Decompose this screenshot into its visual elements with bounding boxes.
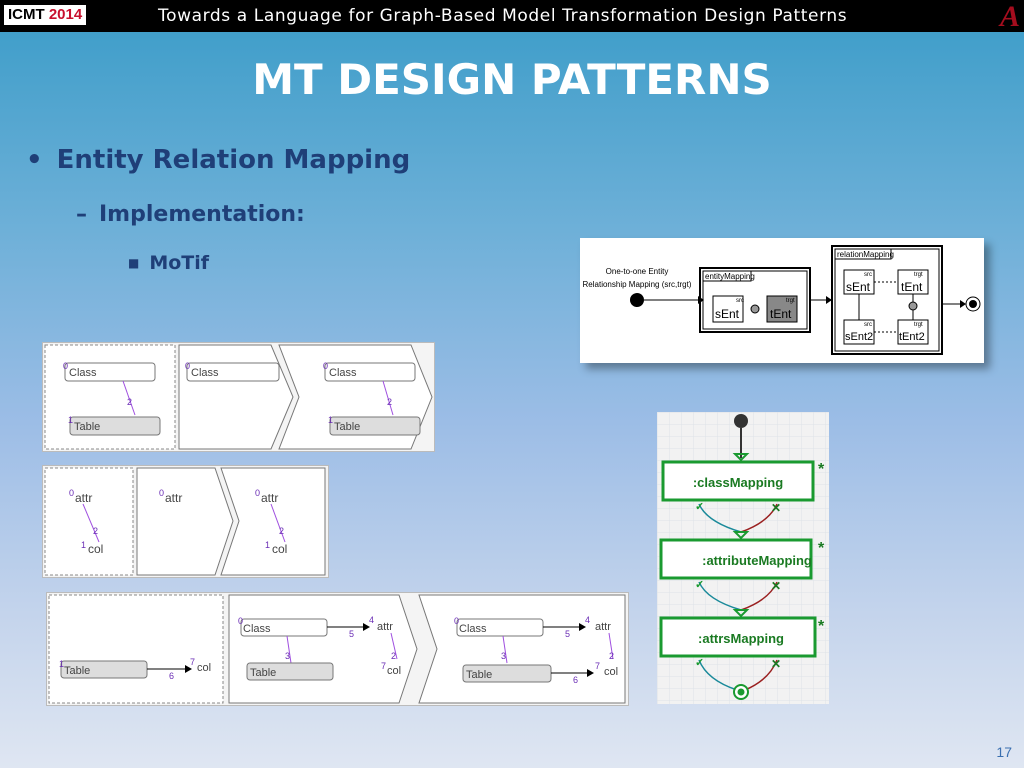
svg-text:4: 4 bbox=[585, 615, 590, 625]
motif-caption-line1: One-to-one Entity bbox=[606, 267, 669, 276]
svg-text:2: 2 bbox=[387, 397, 392, 407]
svg-text:2: 2 bbox=[279, 526, 284, 536]
attribute-mapping-node bbox=[659, 538, 813, 580]
class-mapping-node bbox=[661, 460, 815, 502]
svg-text:7: 7 bbox=[190, 657, 195, 667]
svg-text:1: 1 bbox=[81, 540, 86, 550]
svg-text:col: col bbox=[272, 542, 287, 556]
attr-node: attr bbox=[75, 491, 92, 505]
svg-text:1: 1 bbox=[265, 540, 270, 550]
svg-text:✓: ✓ bbox=[695, 501, 704, 513]
svg-text:7: 7 bbox=[381, 661, 386, 671]
attrs-mapping-node bbox=[659, 616, 817, 658]
svg-text:5: 5 bbox=[349, 629, 354, 639]
svg-text:attr: attr bbox=[595, 621, 611, 633]
svg-text:tEnt2: tEnt2 bbox=[899, 331, 925, 343]
motif-diagram: One-to-one Entity Relationship Mapping (… bbox=[580, 238, 984, 363]
svg-text:6: 6 bbox=[169, 671, 174, 681]
svg-text:Class: Class bbox=[329, 367, 357, 379]
svg-text:trgt: trgt bbox=[914, 272, 923, 278]
svg-text:trgt: trgt bbox=[786, 298, 795, 304]
svg-text:*: * bbox=[818, 461, 825, 478]
svg-text:6: 6 bbox=[573, 675, 578, 685]
col-node: col bbox=[88, 542, 103, 556]
svg-text:2: 2 bbox=[127, 397, 132, 407]
bullet-level-3: ■MoTif bbox=[128, 252, 210, 274]
svg-text:src: src bbox=[864, 272, 872, 278]
motif-caption-line2: Relationship Mapping (src,trgt) bbox=[583, 280, 692, 289]
svg-text:trgt: trgt bbox=[914, 322, 923, 328]
start-node bbox=[630, 293, 644, 307]
svg-text:0: 0 bbox=[185, 361, 190, 371]
svg-text:0: 0 bbox=[63, 361, 68, 371]
tEnt-label: tEnt bbox=[770, 307, 792, 321]
svg-text:col: col bbox=[387, 665, 401, 677]
svg-text:5: 5 bbox=[565, 629, 570, 639]
svg-text:sEnt: sEnt bbox=[846, 280, 871, 294]
svg-text::classMapping: :classMapping bbox=[693, 475, 783, 490]
svg-text:0: 0 bbox=[323, 361, 328, 371]
svg-text:✓: ✓ bbox=[695, 579, 704, 591]
svg-text:✕: ✕ bbox=[771, 501, 781, 515]
svg-text:0: 0 bbox=[159, 488, 164, 498]
svg-text:3: 3 bbox=[501, 651, 506, 661]
svg-text:1: 1 bbox=[59, 659, 64, 669]
svg-text:Class: Class bbox=[459, 623, 487, 635]
entity-mapping-label: entityMapping bbox=[705, 272, 755, 281]
svg-text:2: 2 bbox=[609, 651, 614, 661]
presentation-title: Towards a Language for Graph-Based Model… bbox=[158, 6, 848, 26]
svg-text:0: 0 bbox=[454, 616, 459, 626]
end-node bbox=[965, 296, 981, 312]
table-node: Table bbox=[74, 421, 100, 433]
svg-text:*: * bbox=[818, 540, 825, 557]
svg-text:Table: Table bbox=[64, 665, 90, 677]
svg-text:Table: Table bbox=[334, 421, 360, 433]
svg-text:0: 0 bbox=[255, 488, 260, 498]
svg-text:0: 0 bbox=[238, 616, 243, 626]
svg-text:Table: Table bbox=[250, 667, 276, 679]
svg-text:sEnt2: sEnt2 bbox=[845, 331, 873, 343]
rule-class-table: 0 Class 2 1 Table 0 Class 0 Class 2 1 Ta… bbox=[42, 342, 435, 452]
svg-text:attr: attr bbox=[377, 621, 393, 633]
svg-text:1: 1 bbox=[68, 415, 73, 425]
svg-text:attr: attr bbox=[261, 491, 278, 505]
class-node: Class bbox=[69, 367, 97, 379]
university-logo: A bbox=[999, 0, 1020, 33]
relation-mapping-label: relationMapping bbox=[837, 250, 894, 259]
bullet-level-1: •Entity Relation Mapping bbox=[26, 145, 411, 175]
svg-text:col: col bbox=[604, 666, 618, 678]
rule-class-attr-table-col: 1 Table 6 7 col 0 Class 5 4 attr 3 2 Tab… bbox=[46, 592, 629, 706]
svg-text:2: 2 bbox=[93, 526, 98, 536]
svg-text:Class: Class bbox=[243, 623, 271, 635]
page-number: 17 bbox=[996, 744, 1012, 760]
mapping-flow-diagram: :classMapping * ✓ ✕ :attributeMapping * … bbox=[657, 412, 829, 704]
svg-text:src: src bbox=[736, 298, 744, 304]
svg-text::attrsMapping: :attrsMapping bbox=[698, 631, 784, 646]
svg-text:Table: Table bbox=[466, 669, 492, 681]
svg-text:attr: attr bbox=[165, 491, 182, 505]
flow-start-node bbox=[734, 414, 748, 428]
svg-text:✓: ✓ bbox=[695, 657, 704, 669]
rule-attr-col: 0 attr 2 1 col 0 attr 0 attr 2 1 col bbox=[42, 465, 329, 578]
svg-text:src: src bbox=[864, 322, 872, 328]
svg-text:2: 2 bbox=[391, 651, 396, 661]
svg-text:0: 0 bbox=[69, 488, 74, 498]
svg-text::attributeMapping: :attributeMapping bbox=[702, 553, 812, 568]
slide-title: MT DESIGN PATTERNS bbox=[252, 55, 772, 104]
svg-text:col: col bbox=[197, 662, 211, 674]
svg-text:Class: Class bbox=[191, 367, 219, 379]
svg-text:3: 3 bbox=[285, 651, 290, 661]
relation-mapping-box bbox=[831, 245, 943, 355]
header-bar: ICMT 2014 Towards a Language for Graph-B… bbox=[0, 0, 1024, 33]
bullet-level-2: –Implementation: bbox=[76, 202, 305, 227]
svg-text:*: * bbox=[818, 618, 825, 635]
svg-text:✕: ✕ bbox=[771, 579, 781, 593]
icmt-logo: ICMT 2014 bbox=[4, 5, 87, 25]
svg-text:4: 4 bbox=[369, 615, 374, 625]
svg-text:7: 7 bbox=[595, 661, 600, 671]
sEnt-label: sEnt bbox=[715, 307, 740, 321]
svg-text:tEnt: tEnt bbox=[901, 280, 923, 294]
svg-text:1: 1 bbox=[328, 415, 333, 425]
svg-text:✕: ✕ bbox=[771, 657, 781, 671]
